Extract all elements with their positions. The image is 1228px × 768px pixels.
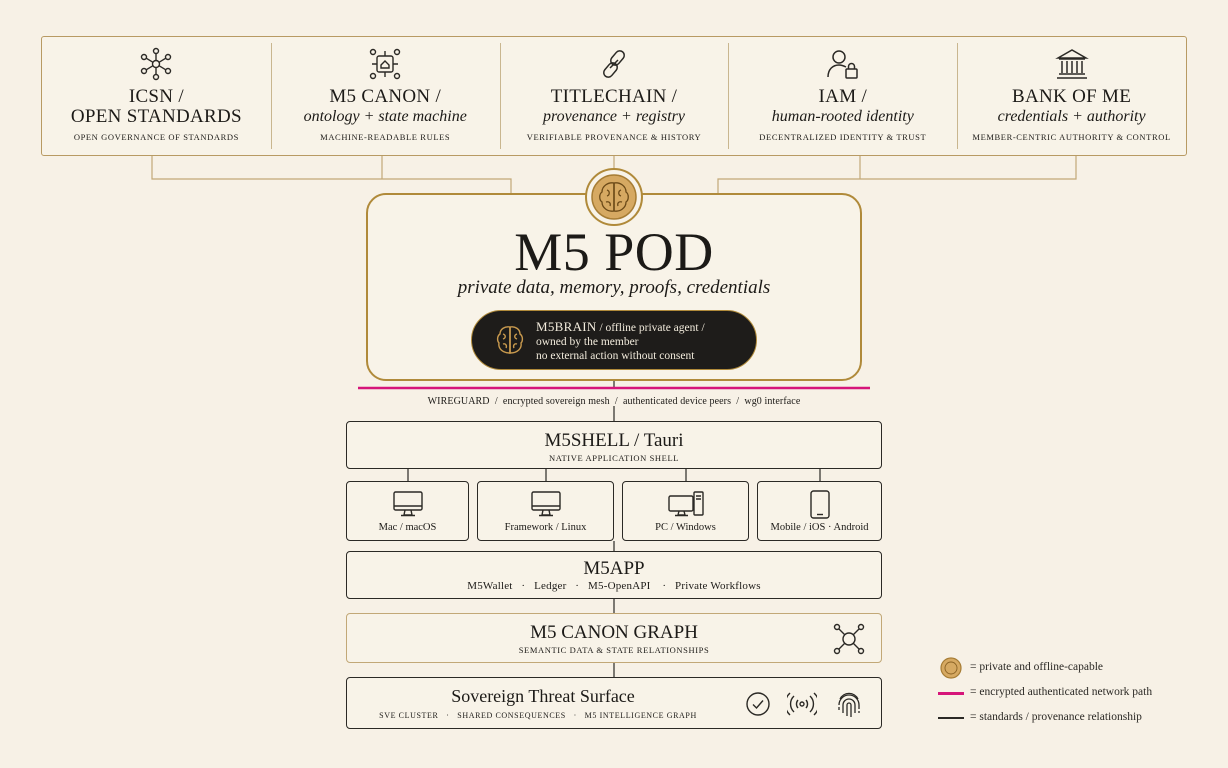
m5brain-pill[interactable]	[471, 310, 757, 370]
device-linux[interactable]: Framework / Linux	[477, 481, 614, 541]
pod-title: M5 POD	[514, 222, 714, 282]
brain-icon	[496, 326, 524, 354]
standard-title: M5 CANON /	[329, 86, 442, 107]
legend-private: = private and offline-capable	[970, 661, 1104, 673]
pod-subtitle: private data, memory, proofs, credential…	[457, 277, 771, 298]
standard-caption: DECENTRALIZED IDENTITY & TRUST	[759, 132, 927, 142]
device-mobile[interactable]: Mobile / iOS · Android	[757, 481, 882, 541]
pc-tower-icon	[667, 491, 704, 517]
m5brain-line1: / offline private agent /	[596, 322, 705, 334]
threat-title: Sovereign Threat Surface	[451, 686, 635, 706]
m5shell-box[interactable]: M5SHELL / Tauri NATIVE APPLICATION SHELL	[346, 421, 882, 469]
fingerprint-icon	[838, 692, 860, 717]
monitor-icon	[392, 491, 423, 517]
state-machine-icon	[369, 48, 401, 80]
standard-bank-of-me[interactable]: BANK OF ME credentials + authority MEMBE…	[957, 37, 1186, 155]
legend-standards: = standards / provenance relationship	[970, 711, 1142, 723]
standard-caption: OPEN GOVERNANCE OF STANDARDS	[73, 132, 239, 142]
canon-graph-caption: SEMANTIC DATA & STATE RELATIONSHIPS	[518, 645, 710, 655]
m5brain-text: M5BRAIN / offline private agent / owned …	[536, 320, 705, 363]
standard-subtitle: provenance + registry	[542, 108, 685, 125]
standard-title: IAM /	[818, 86, 868, 107]
device-label: PC / Windows	[655, 522, 716, 533]
chain-link-icon	[602, 50, 625, 78]
standard-m5-canon[interactable]: M5 CANON / ontology + state machine MACH…	[270, 37, 500, 155]
device-windows[interactable]: PC / Windows	[622, 481, 749, 541]
standard-subtitle: human-rooted identity	[771, 108, 914, 125]
device-label: Mac / macOS	[378, 522, 437, 533]
m5brain-title: M5BRAIN	[536, 319, 597, 334]
wireguard-label: WIREGUARD / encrypted sovereign mesh / a…	[427, 396, 801, 407]
standard-title: TITLECHAIN /	[550, 86, 678, 107]
m5app-title: M5APP	[583, 558, 645, 579]
standards-row: ICSN / OPEN STANDARDS OPEN GOVERNANCE OF…	[41, 36, 1187, 156]
monitor-icon	[530, 491, 561, 517]
device-label: Framework / Linux	[504, 522, 587, 533]
standard-subtitle: OPEN STANDARDS	[70, 106, 242, 127]
m5app-items: M5Wallet · Ledger · M5-OpenAPI · Private…	[467, 580, 761, 592]
legend-encrypted: = encrypted authenticated network path	[970, 686, 1153, 698]
legend-magenta-swatch	[938, 692, 964, 695]
standard-titlechain[interactable]: TITLECHAIN / provenance + registry VERIF…	[499, 37, 729, 155]
standard-caption: MACHINE-READABLE RULES	[320, 132, 451, 142]
private-offline-legend-icon	[940, 657, 962, 679]
broadcast-icon	[787, 692, 817, 716]
device-label: Mobile / iOS · Android	[770, 522, 869, 533]
standard-iam[interactable]: IAM / human-rooted identity DECENTRALIZE…	[728, 37, 957, 155]
standard-caption: MEMBER-CENTRIC AUTHORITY & CONTROL	[972, 132, 1171, 142]
canon-graph-box[interactable]: M5 CANON GRAPH SEMANTIC DATA & STATE REL…	[346, 613, 882, 663]
threat-surface-box[interactable]: Sovereign Threat Surface SVE CLUSTER · S…	[346, 677, 882, 729]
standard-caption: VERIFIABLE PROVENANCE & HISTORY	[526, 132, 702, 142]
standard-subtitle: ontology + state machine	[303, 108, 467, 125]
canon-graph-title: M5 CANON GRAPH	[530, 622, 698, 643]
network-icon	[141, 47, 172, 81]
m5app-box[interactable]: M5APP M5Wallet · Ledger · M5-OpenAPI · P…	[346, 551, 882, 599]
user-lock-icon	[827, 50, 858, 79]
graph-nodes-icon	[833, 623, 865, 655]
legend-black-swatch	[938, 717, 964, 719]
phone-icon	[809, 490, 830, 519]
standard-title: ICSN /	[128, 86, 184, 107]
standard-icsn[interactable]: ICSN / OPEN STANDARDS OPEN GOVERNANCE OF…	[42, 37, 271, 155]
m5brain-line2: owned by the member	[536, 336, 639, 348]
m5shell-caption: NATIVE APPLICATION SHELL	[548, 453, 680, 463]
m5brain-line3: no external action without consent	[536, 350, 695, 362]
bank-icon	[1054, 49, 1089, 79]
brain-medallion-icon	[585, 168, 643, 226]
m5shell-title: M5SHELL / Tauri	[544, 430, 684, 451]
standard-title: BANK OF ME	[1012, 86, 1132, 107]
threat-caption: SVE CLUSTER · SHARED CONSEQUENCES · M5 I…	[379, 711, 697, 720]
device-mac[interactable]: Mac / macOS	[346, 481, 469, 541]
check-circle-icon	[746, 692, 770, 716]
standard-subtitle: credentials + authority	[997, 108, 1146, 125]
